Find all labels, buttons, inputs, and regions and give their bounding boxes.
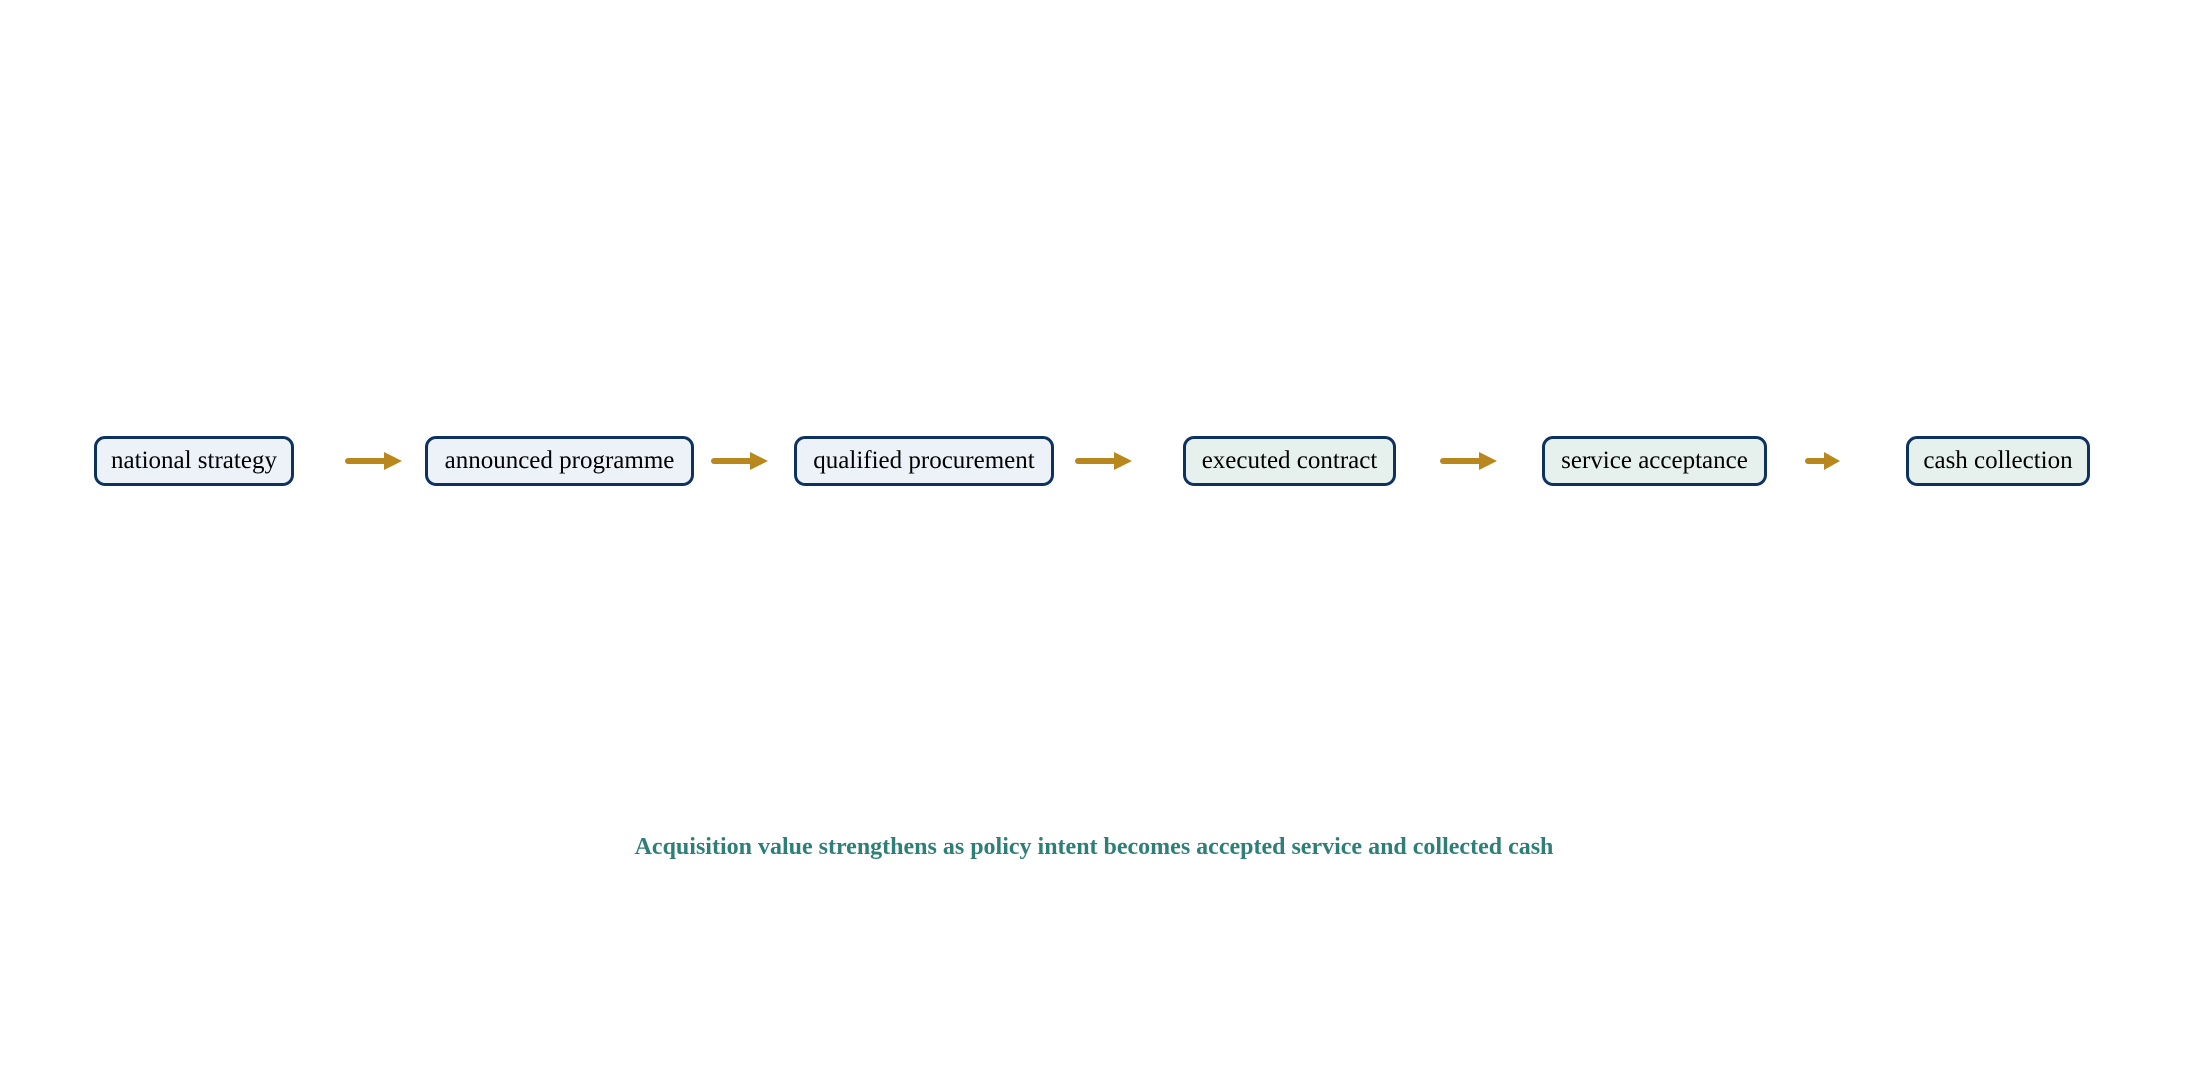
arrow-icon xyxy=(1440,452,1497,470)
node-cash-collection: cash collection xyxy=(1906,436,2090,486)
diagram-caption: Acquisition value strengthens as policy … xyxy=(634,834,1554,860)
arrow-icon xyxy=(711,452,768,470)
node-national-strategy: national strategy xyxy=(94,436,294,486)
node-executed-contract: executed contract xyxy=(1183,436,1396,486)
node-announced-programme: announced programme xyxy=(425,436,694,486)
arrow-icon xyxy=(345,452,402,470)
node-service-acceptance: service acceptance xyxy=(1542,436,1767,486)
arrow-icon xyxy=(1075,452,1132,470)
arrow-icon xyxy=(1805,452,1840,470)
node-qualified-procurement: qualified procurement xyxy=(794,436,1054,486)
